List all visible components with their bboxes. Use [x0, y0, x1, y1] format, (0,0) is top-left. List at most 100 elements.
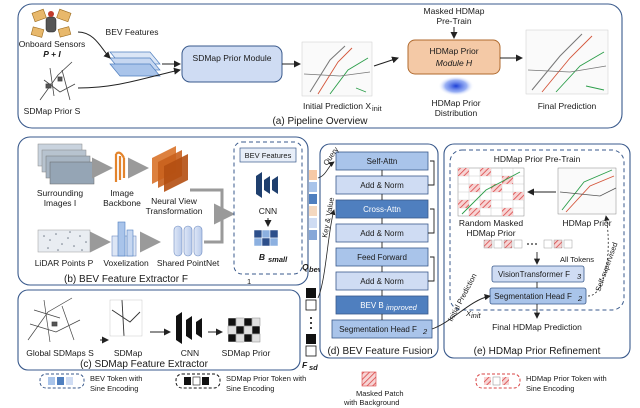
seg-head-d-sub: 2 — [422, 327, 428, 336]
legend-masked-patch-2: with Background — [343, 398, 399, 407]
sdmap-prior-icon — [39, 61, 76, 101]
lidar-label: LiDAR Points P — [35, 258, 94, 268]
pretrain-dashed-box — [449, 149, 625, 311]
surrounding-images-label-1: Surrounding — [37, 188, 84, 198]
onboard-sensors-icon — [30, 8, 72, 38]
legend-sdmap-token-1: SDMap Prior Token with — [226, 374, 306, 383]
caption-c: (c) SDMap Feature Extractor — [80, 359, 208, 370]
hdmap-prior-module-label-2: Module H — [436, 58, 473, 68]
legend-hdmap-token: HDMap Prior Token with Sine Encoding — [475, 373, 607, 393]
pretrain-title: HDMap Prior Pre-Train — [494, 154, 581, 164]
b-small-label: B — [259, 252, 265, 262]
initial-prediction-sub: init — [372, 104, 383, 113]
legend-bev-token: BEV Token with Sine Encoding — [39, 373, 142, 393]
vision-transformer-label: VisionTransformer F — [498, 270, 570, 279]
masked-pretrain-label-1: Masked HDMap — [424, 6, 485, 16]
cnn-icon-b — [256, 172, 278, 198]
sensors-math-label: P + I — [43, 49, 61, 59]
q-bev-sub: bev — [309, 265, 323, 274]
legend-bev-token-2: Sine Encoding — [90, 384, 138, 393]
legend-sdmap-token-2: Sine Encoding — [226, 384, 274, 393]
sdmap-token-column — [305, 288, 317, 357]
panel-sdmap-feature-extractor: Global SDMaps S SDMap CNN — [17, 289, 301, 371]
sdmap-prior-label-c: SDMap Prior — [222, 348, 271, 358]
feed-forward-label: Feed Forward — [357, 253, 407, 262]
nvt-label-1: Neural View — [151, 196, 198, 206]
neural-view-transformation-icon — [152, 146, 188, 192]
bev-features-label-a: BEV Features — [106, 27, 159, 37]
global-sdmaps-label: Global SDMaps S — [26, 348, 94, 358]
global-sdmaps-icon — [27, 297, 81, 343]
shared-pointnet-icon — [173, 225, 203, 257]
sdmap-prior-grid — [227, 317, 261, 343]
voxelization-icon — [111, 221, 137, 257]
f-sd-sub: sd — [309, 363, 318, 372]
b-small-sub: small — [268, 255, 288, 264]
add-norm-1-label: Add & Norm — [360, 181, 404, 190]
image-backbone-label-1: Image — [110, 188, 134, 198]
hdmap-token-row — [483, 239, 573, 249]
legend: BEV Token with Sine Encoding SDMap Prior… — [39, 371, 607, 407]
add-norm-2-label: Add & Norm — [360, 229, 404, 238]
hdmap-prior-module-label-1: HDMap Prior — [429, 46, 478, 56]
caption-e: (e) HDMap Prior Refinement — [474, 346, 601, 357]
random-masked-grid — [457, 167, 525, 217]
hdmap-prior-distribution-blob — [438, 76, 474, 96]
bev-features-icon — [109, 51, 161, 77]
sdmap-icon — [109, 299, 143, 337]
sdmap-label: SDMap — [114, 348, 143, 358]
bev-features-label-b: BEV Features — [245, 151, 292, 160]
hdmap-prior-module-block — [407, 39, 501, 75]
surrounding-images-icon — [37, 143, 95, 185]
panel-c-frame — [17, 289, 301, 371]
image-backbone-icon — [114, 151, 126, 182]
shared-pointnet-label: Shared PointNet — [157, 258, 220, 268]
cross-attn-label: Cross-Attn — [363, 205, 401, 214]
bev-improved-sub: improved — [386, 303, 418, 312]
sdmap-prior-label: SDMap Prior S — [24, 106, 81, 116]
legend-masked-patch: Masked Patch with Background — [343, 371, 404, 407]
panel-hdmap-prior-refinement: HDMap Prior Pre-Train Random Masked HDMa… — [431, 143, 631, 359]
hdmap-prior-dist-label-1: HDMap Prior — [431, 98, 480, 108]
vision-transformer-block — [491, 265, 585, 283]
final-prediction-label: Final Prediction — [538, 101, 597, 111]
legend-hdmap-token-1: HDMap Prior Token with — [526, 374, 607, 383]
q-bev-label: Q — [302, 262, 309, 272]
bev-feature-dashed-box — [233, 141, 303, 275]
caption-b: (b) BEV Feature Extractor F — [64, 274, 188, 285]
caption-a: (a) Pipeline Overview — [272, 116, 368, 127]
bev-features-box — [239, 147, 297, 163]
hdmap-prior-image — [557, 167, 617, 215]
f-sd-label: F — [302, 360, 308, 370]
final-prediction-image — [525, 29, 609, 95]
hdmap-prior-label-e: HDMap Prior — [562, 218, 611, 228]
initial-prediction-label: Initial Prediction X — [303, 101, 371, 111]
masked-pretrain-label-2: Pre-Train — [436, 16, 471, 26]
panel-bev-feature-extractor: Surrounding Images I Image Backbone Neur… — [17, 136, 323, 286]
caption-d: (d) BEV Feature Fusion — [327, 346, 432, 357]
bev-improved-label: BEV B — [360, 301, 384, 310]
legend-sdmap-token: SDMap Prior Token with Sine Encoding — [175, 373, 306, 393]
seg-head-e-sub: 2 — [577, 294, 583, 303]
b-small-grid — [253, 229, 279, 247]
self-attn-label: Self-Attn — [367, 157, 398, 166]
add-norm-3-label: Add & Norm — [360, 277, 404, 286]
sdmap-prior-module-label: SDMap Prior Module — [193, 53, 272, 63]
cnn-label-b: CNN — [259, 206, 277, 216]
bev-token-column — [309, 170, 317, 240]
legend-masked-patch-1: Masked Patch — [356, 389, 404, 398]
voxelization-label: Voxelization — [103, 258, 149, 268]
random-masked-label-1: Random Masked — [459, 218, 524, 228]
final-hdmap-label: Final HDMap Prediction — [492, 322, 582, 332]
seg-head-e-label: Segmentation Head F — [494, 292, 572, 301]
x-init-sub: init — [471, 311, 482, 320]
panel-pipeline-overview: Onboard Sensors P + I SDMap Prior S BEV … — [17, 3, 623, 129]
panel-bev-feature-fusion: Self-Attn Add & Norm Cross-Attn Add & No… — [317, 143, 439, 359]
cnn-label-c: CNN — [181, 348, 199, 358]
cnn-icon-c — [176, 312, 202, 344]
all-tokens-label: All Tokens — [560, 255, 594, 264]
x-init-label: X — [465, 309, 472, 318]
caption-b-sub: 1 — [247, 277, 251, 286]
random-masked-label-2: HDMap Prior — [466, 228, 515, 238]
